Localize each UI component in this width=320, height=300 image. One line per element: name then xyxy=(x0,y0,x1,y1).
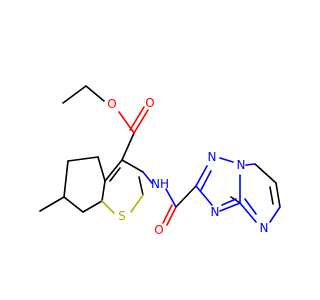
carbon-bonds xyxy=(39,85,281,213)
bond-ring-c5-c6 xyxy=(63,160,69,198)
bond-c3a-pyr-n-inner xyxy=(244,198,257,215)
molecule-structure-diagram: O O NH S O N N N N xyxy=(39,85,281,237)
atom-o-ester-carbonyl: O xyxy=(145,96,154,110)
atom-o-amide: O xyxy=(154,223,163,237)
bond-amide-c-o-double-a xyxy=(166,206,177,226)
atom-n-pyrimidine: N xyxy=(260,221,269,235)
bond-thio-c3-c3a xyxy=(104,159,123,182)
bond-ring-c6-c7 xyxy=(63,196,84,213)
bond-triazole-n1-bridge xyxy=(219,157,234,163)
bond-nh-amide-c xyxy=(165,188,177,208)
atom-s-thiophene: S xyxy=(118,209,126,223)
sulfur-bonds xyxy=(101,194,144,214)
atom-o-ester-ether: O xyxy=(107,97,116,111)
nitrogen-bonds xyxy=(142,157,281,223)
bond-methyl xyxy=(39,196,65,212)
bond-pyr-c6-c7 xyxy=(275,182,281,208)
bond-triazole-n3-c3a-a xyxy=(219,202,241,212)
bond-amide-c-o-double-b xyxy=(162,204,173,224)
bond-ring-c3a-c4 xyxy=(97,156,106,182)
bond-ester-c-ring xyxy=(121,132,135,161)
bond-triazole-n3-c3a-b xyxy=(221,198,237,206)
bond-ring-c7-c7a xyxy=(82,200,103,213)
bond-triazole-c2-n3 xyxy=(195,185,213,206)
bond-pyr-c5-c6 xyxy=(254,163,277,184)
bond-triazole-c2-n1-b xyxy=(200,170,212,191)
bond-ethyl-ch2-o xyxy=(85,85,105,102)
bond-s-c2 xyxy=(130,194,144,213)
atom-labels: O O NH S O N N N N xyxy=(107,96,268,237)
bond-ester-c-o-double-b xyxy=(129,106,145,131)
bond-pyr-c6-c7-inner xyxy=(269,186,274,205)
bond-ester-c-o-single xyxy=(118,111,135,134)
atom-n-triazole-n3: N xyxy=(211,205,220,219)
oxygen-bonds xyxy=(118,106,177,226)
bond-thio-c2-c3-inner xyxy=(138,176,144,196)
bond-c3a-pyr-n xyxy=(239,202,257,223)
atom-nh-amide: NH xyxy=(151,177,169,191)
bond-bridge-pyr-c5 xyxy=(245,163,256,166)
atom-n-triazole-n1: N xyxy=(208,150,217,164)
atom-n-bridgehead: N xyxy=(237,158,246,172)
bond-s-c7a xyxy=(101,200,115,214)
bond-ring-c4-c5 xyxy=(67,156,99,162)
bond-pyr-n-c7 xyxy=(269,206,281,223)
bond-ester-c-o-double-a xyxy=(133,109,149,134)
bond-triazole-c2-n1-a xyxy=(195,165,208,187)
bond-c2-nh xyxy=(142,171,153,184)
bond-ethyl-ch3-ch2 xyxy=(62,85,87,104)
bond-thio-c3-c3a-inner xyxy=(109,167,121,182)
bond-thio-c3a-c7a xyxy=(101,180,106,202)
bond-thio-c3-c2 xyxy=(121,159,144,173)
bond-amide-c-triazole xyxy=(175,185,197,208)
